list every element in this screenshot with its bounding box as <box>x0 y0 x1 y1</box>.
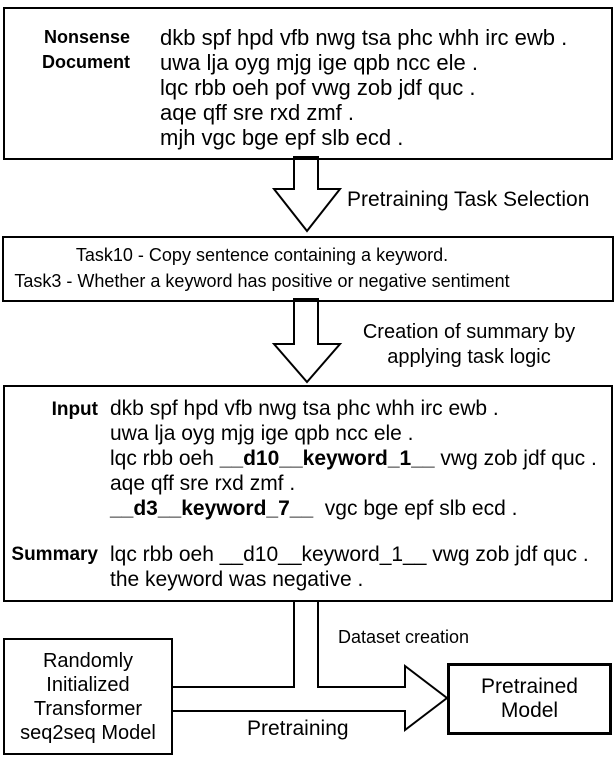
input-line5-post: vgc bge epf slb ecd . <box>313 497 518 520</box>
input-label: Input <box>51 399 98 420</box>
task-selection-text: Task10 - Copy sentence containing a keyw… <box>2 242 522 294</box>
random-transformer-model-box: Randomly Initialized Transformer seq2seq… <box>3 638 173 755</box>
keyword-token-d10: __d10__keyword_1__ <box>219 447 435 470</box>
pretraining-label: Pretraining <box>247 717 349 740</box>
summary-creation-label-line: Creation of summary by <box>362 321 576 343</box>
merged-arrow-lower-outline-with-head-icon <box>172 600 449 733</box>
document-line: mjh vgc bge epf slb ecd . <box>160 125 404 150</box>
task-selection-box <box>2 236 614 302</box>
summary-line: lqc rbb oeh __d10__keyword_1__ vwg zob j… <box>110 543 589 566</box>
document-line: lqc rbb oeh pof vwg zob jdf quc . <box>160 75 476 100</box>
random-transformer-model-text: Randomly Initialized Transformer seq2seq… <box>20 649 156 745</box>
document-line: aqe qff sre rxd zmf . <box>160 100 355 125</box>
document-line: dkb spf hpd vfb nwg tsa phc whh irc ewb … <box>160 25 568 50</box>
input-line: __d3__keyword_7__ vgc bge epf slb ecd . <box>110 496 597 521</box>
document-line: uwa lja oyg mjg ige qpb ncc ele . <box>160 50 478 75</box>
summary-label: Summary <box>11 544 98 565</box>
down-arrow-task-selection-icon <box>271 156 343 233</box>
document-label-line: Document <box>41 52 130 72</box>
merged-arrow-upper-outline <box>172 600 295 688</box>
dataset-creation-label: Dataset creation <box>338 627 470 647</box>
summary-line: the keyword was negative . <box>110 568 364 591</box>
input-line: dkb spf hpd vfb nwg tsa phc whh irc ewb … <box>110 397 499 420</box>
model-box-line: Transformer <box>33 697 143 720</box>
model-box-line: seq2seq Model <box>20 721 156 744</box>
nonsense-document-label: Nonsense Document <box>30 25 130 75</box>
summary-creation-label-line: applying task logic <box>387 346 551 368</box>
pretrained-model-box: Pretrained Model <box>447 663 612 735</box>
input-text: dkb spf hpd vfb nwg tsa phc whh irc ewb … <box>110 396 597 521</box>
input-line: lqc rbb oeh __d10__keyword_1__ vwg zob j… <box>110 446 597 471</box>
model-box-line: Initialized <box>46 673 130 696</box>
model-box-line: Randomly <box>42 649 134 672</box>
task3-line: Task3 - Whether a keyword has positive o… <box>14 271 510 291</box>
pretraining-task-selection-label: Pretraining Task Selection <box>347 188 590 211</box>
task10-line: Task10 - Copy sentence containing a keyw… <box>75 245 449 265</box>
down-arrow-summary-creation-icon <box>271 298 343 384</box>
summary-creation-label: Creation of summary by applying task log… <box>319 320 616 370</box>
nonsense-label-line: Nonsense <box>43 27 130 47</box>
keyword-token-d3: __d3__keyword_7__ <box>110 497 314 520</box>
summary-text: lqc rbb oeh __d10__keyword_1__ vwg zob j… <box>110 542 589 592</box>
pretrained-model-text: Pretrained Model <box>481 675 578 723</box>
nonsense-document-text: dkb spf hpd vfb nwg tsa phc whh irc ewb … <box>160 25 567 150</box>
input-line: aqe qff sre rxd zmf . <box>110 472 296 495</box>
input-line: uwa lja oyg mjg ige qpb ncc ele . <box>110 422 414 445</box>
input-line3-pre: lqc rbb oeh <box>110 447 220 470</box>
nonsense-document-box <box>3 7 613 160</box>
pretrained-box-line: Pretrained <box>481 675 578 698</box>
input-line3-post: vwg zob jdf quc . <box>434 447 597 470</box>
input-summary-box <box>3 385 613 602</box>
pretrained-box-line: Model <box>500 699 559 722</box>
